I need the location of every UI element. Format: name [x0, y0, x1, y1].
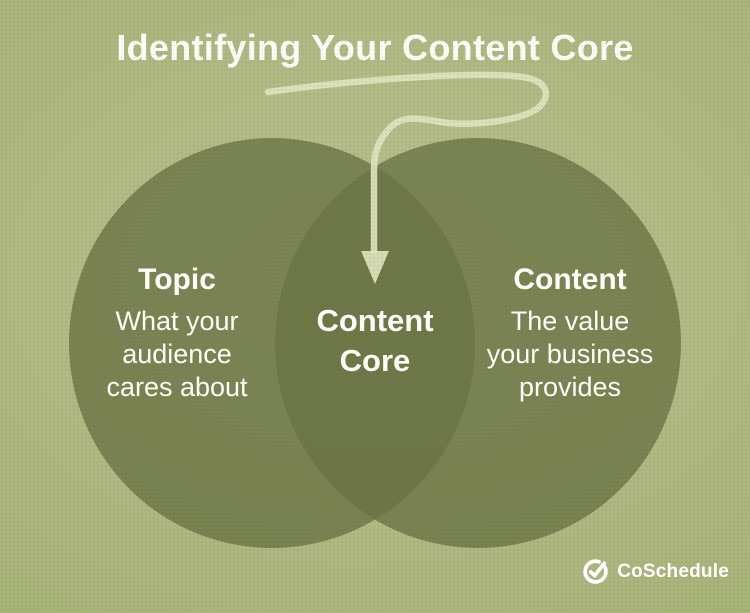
content-core-line: Core: [339, 343, 411, 378]
arrow-curve: [264, 71, 550, 255]
topic-label-group: Topic What your audience cares about: [47, 262, 307, 404]
content-core-line: Content: [316, 303, 434, 338]
content-line: The value: [510, 306, 630, 336]
content-line: your business: [486, 339, 654, 369]
coschedule-check-circle-icon: [583, 559, 608, 584]
content-label-group: Content The value your business provides: [440, 262, 700, 404]
content-heading: Content: [513, 263, 627, 296]
content-core-label-group: Content Core: [275, 301, 475, 381]
topic-line: cares about: [106, 372, 248, 402]
coschedule-logo: CoSchedule: [582, 558, 729, 585]
topic-heading: Topic: [138, 263, 216, 296]
topic-line: audience: [122, 339, 232, 369]
topic-line: What your: [115, 306, 239, 336]
content-line: provides: [518, 372, 622, 402]
page-title: Identifying Your Content Core: [116, 27, 634, 68]
brand-name: CoSchedule: [617, 560, 729, 582]
arrow-head-icon: [361, 251, 389, 284]
